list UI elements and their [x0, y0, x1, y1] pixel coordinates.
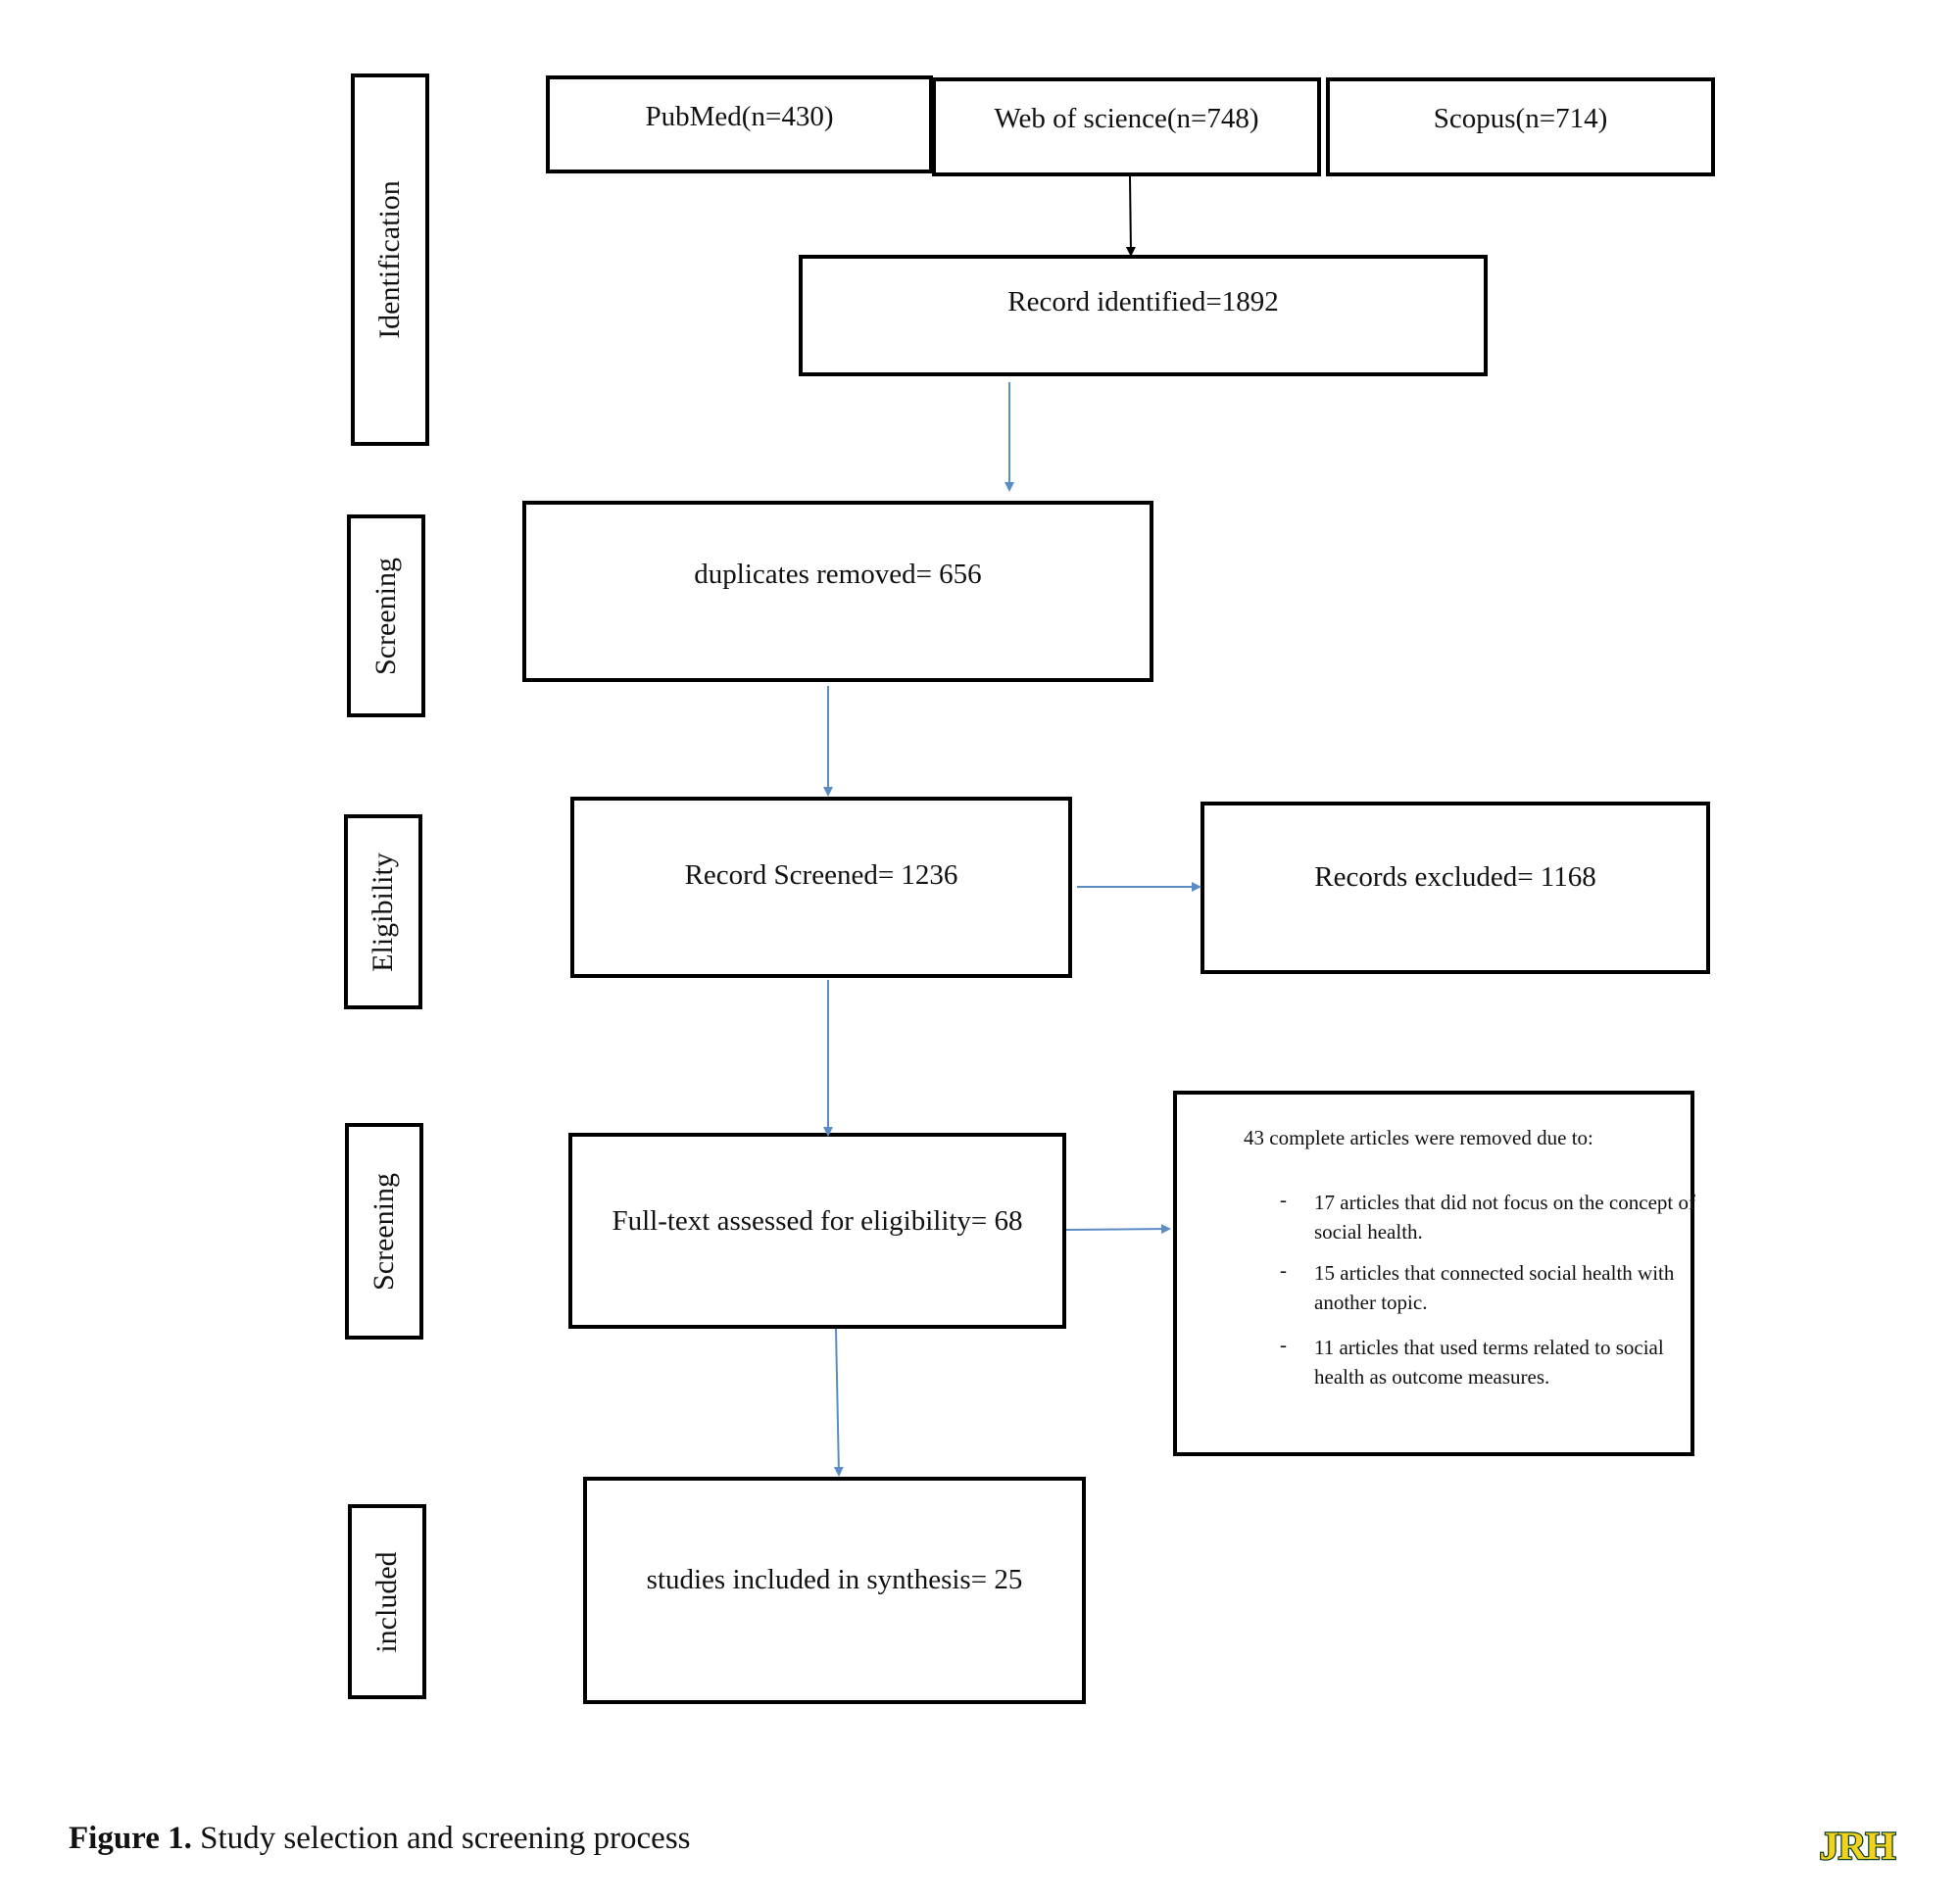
phase-screening-1: Screening	[347, 514, 425, 717]
records-excluded-box: Records excluded= 1168	[1200, 802, 1710, 974]
phase-eligibility: Eligibility	[344, 814, 422, 1009]
record-screened-label: Record Screened= 1236	[684, 859, 958, 891]
source-scopus-box: Scopus(n=714)	[1326, 77, 1715, 176]
exclusion-item-3: 11 articles that used terms related to s…	[1314, 1336, 1664, 1389]
exclusion-dash-3: -	[1280, 1333, 1287, 1356]
full-text-label: Full-text assessed for eligibility= 68	[612, 1205, 1023, 1237]
svg-text:JRH: JRH	[1820, 1825, 1896, 1864]
exclusion-reasons-box: 43 complete articles were removed due to…	[1173, 1091, 1695, 1456]
exclusion-header: 43 complete articles were removed due to…	[1244, 1126, 1593, 1149]
source-pubmed-label: PubMed(n=430)	[645, 101, 834, 132]
records-excluded-label: Records excluded= 1168	[1314, 861, 1596, 893]
exclusion-item-1: 17 articles that did not focus on the co…	[1314, 1191, 1695, 1244]
duplicates-removed-box: duplicates removed= 656	[522, 501, 1153, 682]
phase-identification: Identification	[351, 73, 429, 446]
exclusion-dash-2: -	[1280, 1258, 1287, 1282]
record-identified-label: Record identified=1892	[1007, 286, 1279, 317]
phase-screening-2: Screening	[345, 1123, 423, 1340]
duplicates-removed-label: duplicates removed= 656	[694, 559, 982, 590]
arrow-sources-to-identified	[1125, 175, 1136, 257]
figure-caption-label: Figure 1.	[69, 1821, 192, 1856]
source-pubmed-box: PubMed(n=430)	[546, 75, 933, 173]
jrh-logo: JRH	[1818, 1825, 1897, 1864]
full-text-box: Full-text assessed for eligibility= 68	[568, 1133, 1066, 1329]
included-synthesis-box: studies included in synthesis= 25	[583, 1477, 1086, 1704]
exclusion-item-2: 15 articles that connected social health…	[1314, 1261, 1675, 1314]
record-screened-box: Record Screened= 1236	[570, 797, 1072, 978]
source-wos-label: Web of science(n=748)	[994, 103, 1259, 134]
record-identified-box: Record identified=1892	[799, 255, 1488, 376]
arrow-fulltext-to-exclusion	[1065, 1224, 1171, 1235]
arrow-fulltext-to-included	[833, 1328, 844, 1477]
included-synthesis-label: studies included in synthesis= 25	[646, 1564, 1023, 1595]
source-scopus-label: Scopus(n=714)	[1433, 103, 1608, 134]
source-wos-box: Web of science(n=748)	[932, 77, 1321, 176]
figure-caption: Figure 1. Study selection and screening …	[69, 1821, 691, 1857]
phase-included: included	[348, 1504, 426, 1699]
figure-caption-text: Study selection and screening process	[200, 1821, 691, 1856]
exclusion-dash-1: -	[1280, 1188, 1287, 1211]
